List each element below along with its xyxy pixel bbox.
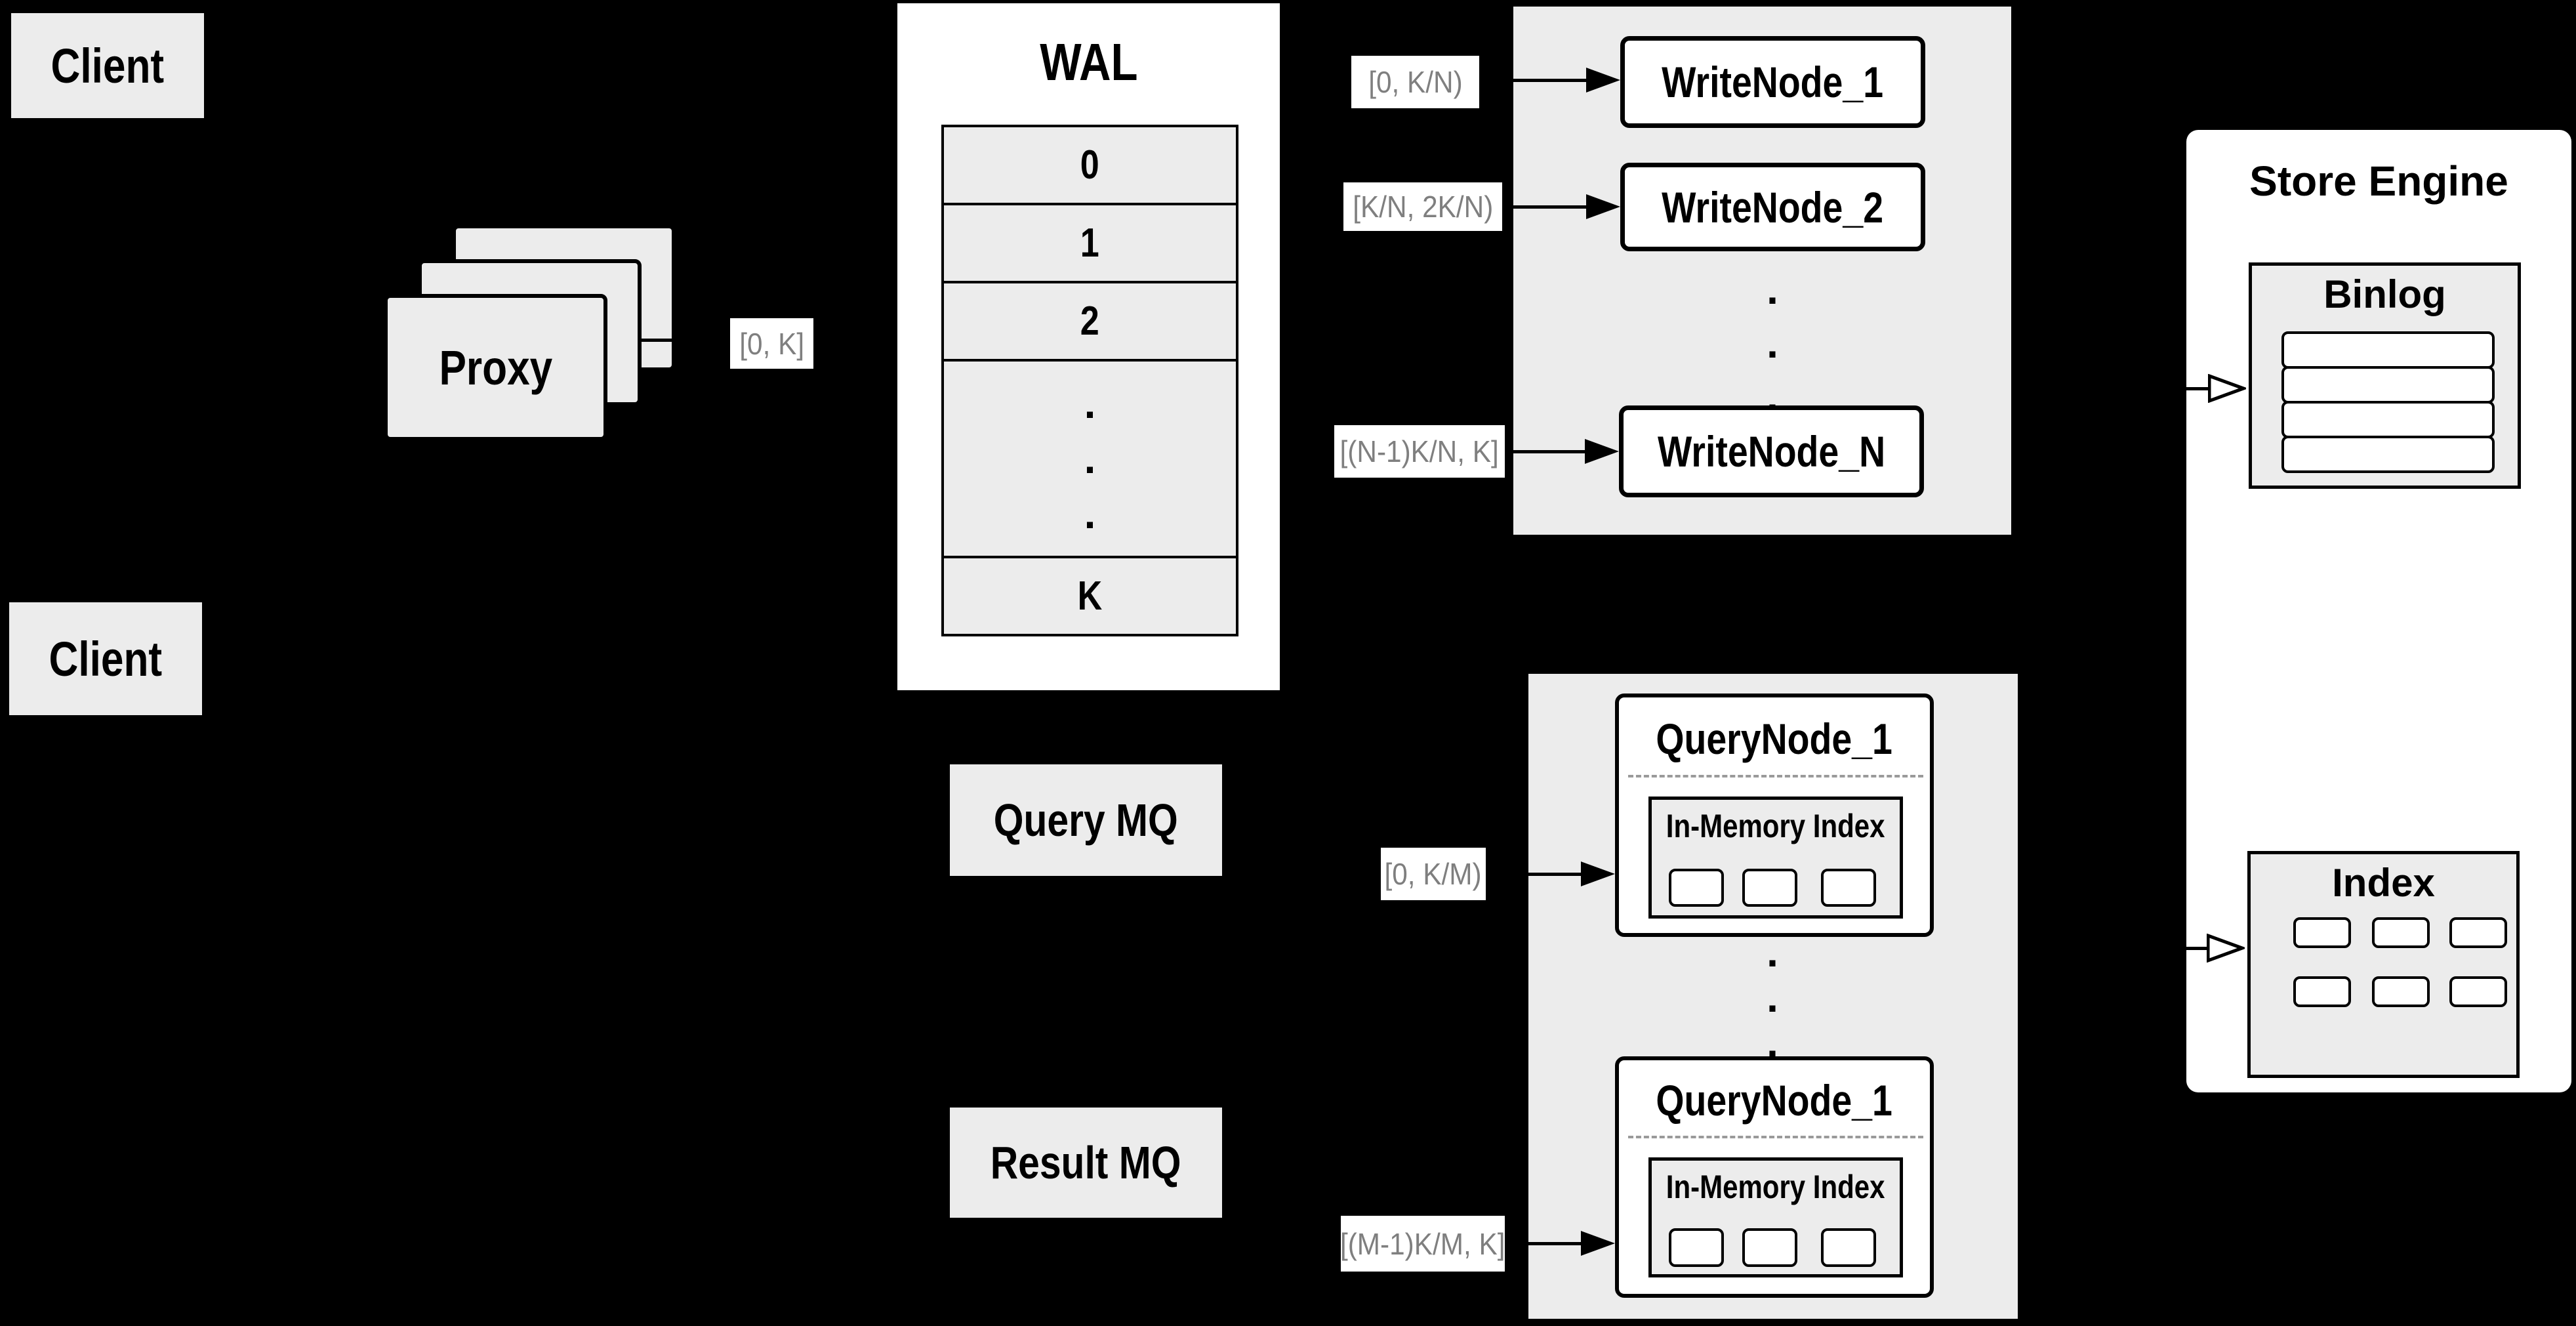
- query-node-bottom-divider: [1628, 1136, 1923, 1138]
- write1-arrowhead: [1586, 68, 1620, 93]
- binlog-title: Binlog: [2323, 272, 2446, 316]
- binlog-box: Binlog: [2249, 262, 2521, 489]
- proxy-to-wal-arrowhead: [863, 328, 897, 353]
- query1-arrow-shaft: [1484, 873, 1582, 876]
- query-node-top-divider: [1628, 775, 1923, 777]
- client-box-top: Client: [8, 10, 207, 121]
- index-title-wrap: Index: [2251, 860, 2516, 905]
- binlog-row: [2281, 401, 2495, 438]
- write-node-2: WriteNode_2: [1620, 163, 1925, 251]
- wal-segment-0: 0: [944, 127, 1236, 205]
- wal-vertical-dots: . . .: [1084, 380, 1096, 537]
- index-chunk: [1821, 1228, 1876, 1267]
- index-cell: [2449, 976, 2507, 1007]
- to-binlog-arrow-shaft: [2129, 387, 2212, 390]
- write-node-n: WriteNode_N: [1619, 405, 1924, 497]
- wal-segment-1: 1: [944, 205, 1236, 283]
- store-engine-title-wrap: Store Engine: [2186, 153, 2571, 209]
- in-memory-index-top: In-Memory Index: [1648, 797, 1903, 919]
- index-box: Index: [2247, 851, 2520, 1078]
- wal-segment-k: K: [944, 558, 1236, 634]
- binlog-title-wrap: Binlog: [2252, 271, 2518, 317]
- index-chunk: [1669, 869, 1724, 907]
- wal-title: WAL: [1039, 33, 1138, 91]
- index-chunk: [1669, 1228, 1724, 1267]
- proxy-label: Proxy: [439, 340, 552, 395]
- client-bottom-label: Client: [49, 631, 163, 686]
- writen-arrowhead: [1585, 439, 1619, 464]
- index-cell: [2449, 917, 2507, 948]
- querym-arrowhead: [1581, 1231, 1615, 1256]
- index-cell: [2293, 917, 2351, 948]
- query-node-bottom-title-wrap: QueryNode_1: [1656, 1075, 1893, 1125]
- index-cell: [2293, 976, 2351, 1007]
- wal-title-wrap: WAL: [897, 33, 1280, 92]
- index-title: Index: [2332, 860, 2435, 905]
- index-chunk: [1821, 869, 1876, 907]
- write2-arrowhead: [1586, 194, 1620, 219]
- client-box-bottom: Client: [6, 599, 205, 718]
- query-mq-box: Query MQ: [947, 761, 1225, 879]
- wal-segment-ellipsis: . . .: [944, 362, 1236, 558]
- wal-panel: WAL 0 1 2 . . . K: [897, 3, 1280, 690]
- range-label-query-1: [0, K/M): [1381, 848, 1486, 900]
- write-node-1: WriteNode_1: [1620, 36, 1925, 128]
- binlog-row: [2281, 331, 2495, 369]
- in-memory-index-bottom: In-Memory Index: [1648, 1157, 1903, 1277]
- query-node-top-title-wrap: QueryNode_1: [1656, 714, 1893, 763]
- store-engine-panel: Store Engine Binlog Index: [2186, 130, 2571, 1092]
- query-node-bottom: QueryNode_1 In-Memory Index: [1615, 1056, 1934, 1298]
- binlog-row: [2281, 436, 2495, 473]
- query-mq-label: Query MQ: [993, 795, 1179, 846]
- index-cell: [2372, 976, 2430, 1007]
- query-node-dots: . . .: [1767, 928, 1778, 1066]
- client-top-label: Client: [51, 38, 165, 93]
- binlog-rows: [2281, 331, 2495, 473]
- in-memory-index-bottom-title-wrap: In-Memory Index: [1666, 1169, 1885, 1205]
- range-label-write-1: [0, K/N): [1351, 56, 1479, 108]
- wal-segment-2: 2: [944, 283, 1236, 362]
- store-engine-title: Store Engine: [2249, 157, 2508, 205]
- index-chunk: [1742, 1228, 1797, 1267]
- wal-segment-table: 0 1 2 . . . K: [941, 125, 1238, 636]
- range-label-write-2: [K/N, 2K/N): [1343, 182, 1502, 231]
- in-memory-index-top-title-wrap: In-Memory Index: [1666, 808, 1885, 844]
- index-cell: [2372, 917, 2430, 948]
- write2-arrow-shaft: [1499, 205, 1587, 209]
- query1-arrowhead: [1581, 861, 1615, 886]
- binlog-row: [2281, 366, 2495, 404]
- writen-arrow-shaft: [1502, 450, 1586, 453]
- range-label-write-n: [(N-1)K/N, K]: [1334, 425, 1505, 478]
- write-node-dots: . . .: [1767, 266, 1778, 420]
- range-label-query-m: [(M-1)K/M, K]: [1340, 1216, 1505, 1272]
- to-binlog-open-arrowhead: [2208, 374, 2246, 403]
- to-index-open-arrowhead: [2207, 934, 2245, 963]
- write1-arrow-shaft: [1476, 79, 1587, 82]
- querym-arrow-shaft: [1502, 1242, 1582, 1245]
- query-node-top: QueryNode_1 In-Memory Index: [1615, 694, 1934, 937]
- result-mq-box: Result MQ: [947, 1104, 1225, 1221]
- to-index-arrow-shaft: [2129, 947, 2211, 950]
- range-label-proxy-wal: [0, K]: [730, 318, 813, 369]
- proxy-box-front: Proxy: [384, 294, 607, 441]
- result-mq-label: Result MQ: [991, 1137, 1181, 1188]
- index-chunk: [1742, 869, 1797, 907]
